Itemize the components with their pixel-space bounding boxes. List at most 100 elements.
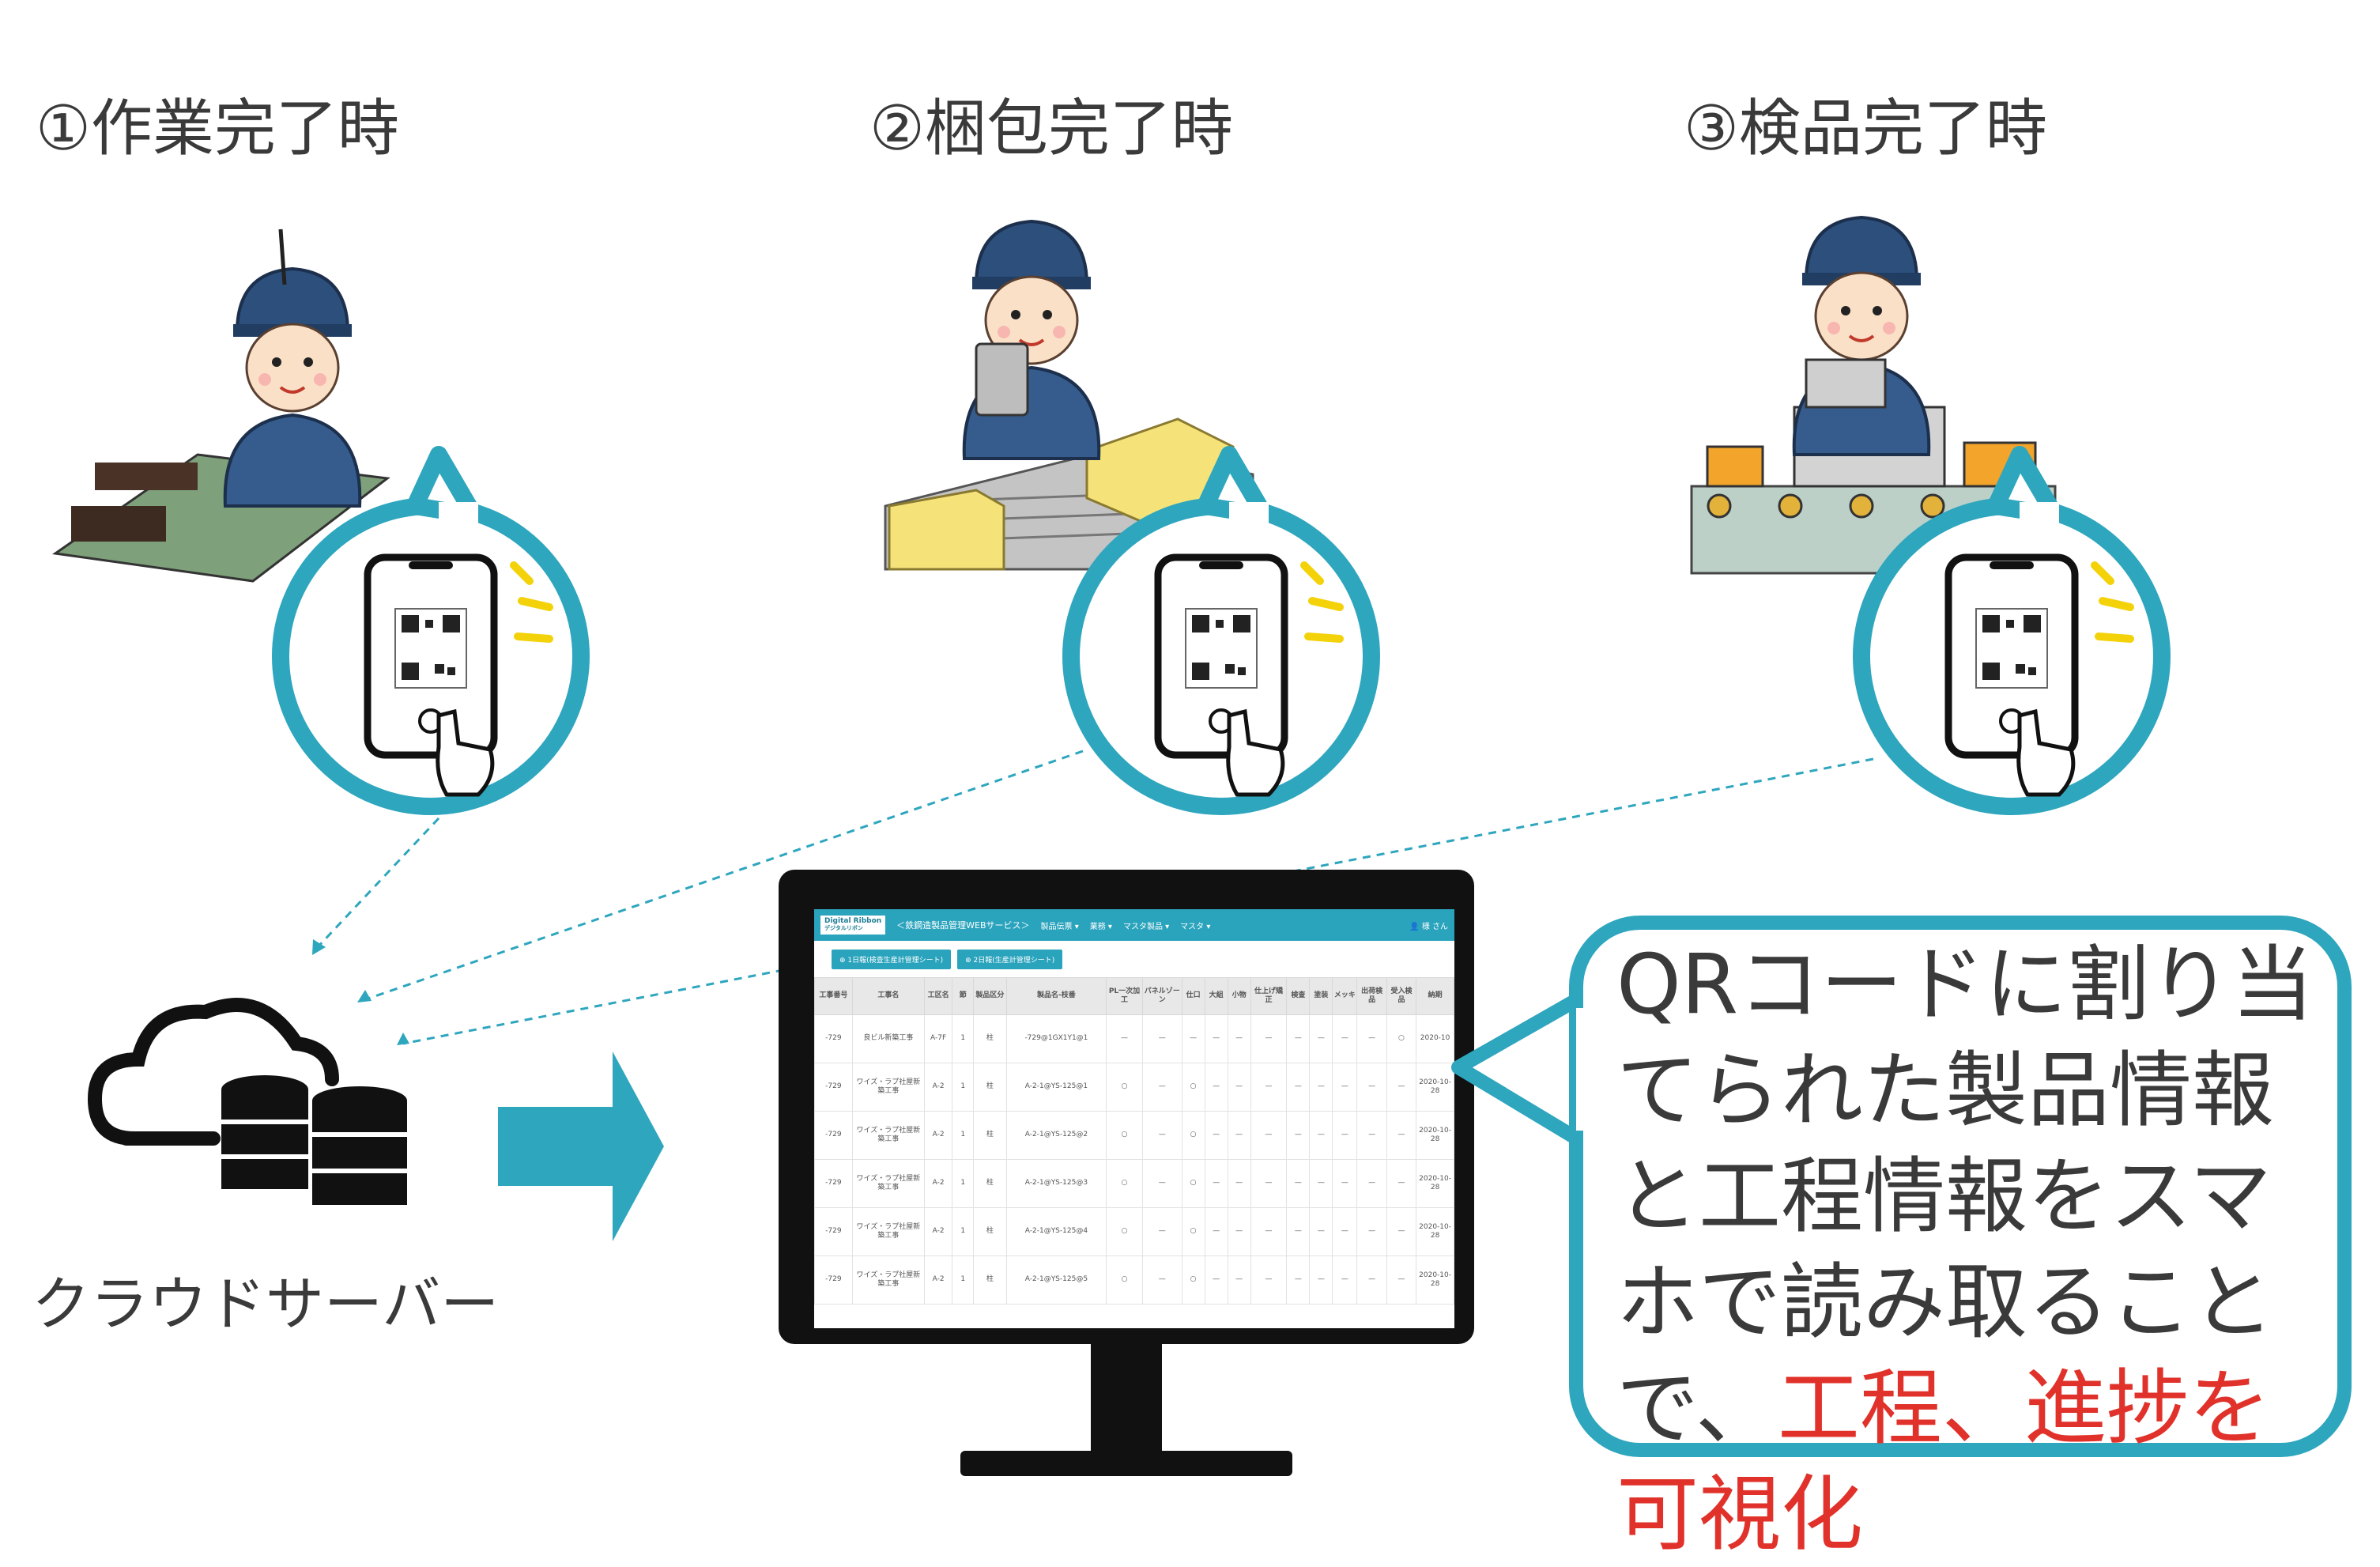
table-cell: 2020-10-28 xyxy=(1416,1112,1454,1160)
table-cell: A-2-1@YS-125@5 xyxy=(1006,1256,1107,1305)
table-cell: — xyxy=(1357,1112,1386,1160)
table-cell: — xyxy=(1333,1256,1357,1305)
table-cell: 1 xyxy=(952,1112,974,1160)
table-header: 工事番号工事名工区名節製品区分製品名-枝番PL一次加工パネルゾーン仕口大組小物仕… xyxy=(815,978,1454,1015)
table-cell: — xyxy=(1250,1208,1287,1256)
table-cell: A-2-1@YS-125@4 xyxy=(1006,1208,1107,1256)
table-cell: ○ xyxy=(1386,1015,1416,1063)
column-header: パネルゾーン xyxy=(1142,978,1182,1015)
table-cell: ワイズ・ラプ社屋新築工事 xyxy=(852,1160,924,1208)
table-cell: — xyxy=(1228,1015,1250,1063)
table-cell: ワイズ・ラプ社屋新築工事 xyxy=(852,1208,924,1256)
table-cell: — xyxy=(1310,1063,1333,1112)
table-cell: 柱 xyxy=(974,1256,1006,1305)
report-1-button[interactable]: ⊕ 1日報(検査生産計管理シート) xyxy=(832,950,951,969)
table-cell: 1 xyxy=(952,1063,974,1112)
table-cell: — xyxy=(1250,1160,1287,1208)
table-cell: ○ xyxy=(1107,1256,1143,1305)
table-cell: 2020-10 xyxy=(1416,1015,1454,1063)
table-cell: — xyxy=(1205,1112,1228,1160)
table-cell: -729 xyxy=(815,1112,853,1160)
table-cell: 2020-10-28 xyxy=(1416,1063,1454,1112)
table-cell: 1 xyxy=(952,1015,974,1063)
column-header: 工区名 xyxy=(924,978,952,1015)
report-2-button[interactable]: ⊕ 2日報(生産計管理シート) xyxy=(957,950,1062,969)
menu-item[interactable]: 製品伝票 ▾ xyxy=(1041,919,1079,931)
table-cell: 柱 xyxy=(974,1015,1006,1063)
table-cell: 2020-10-28 xyxy=(1416,1208,1454,1256)
table-cell: — xyxy=(1250,1063,1287,1112)
table-cell: A-2-1@YS-125@2 xyxy=(1006,1112,1107,1160)
table-cell: — xyxy=(1287,1112,1310,1160)
table-cell: — xyxy=(1310,1112,1333,1160)
table-cell: ワイズ・ラプ社屋新築工事 xyxy=(852,1063,924,1112)
table-cell: — xyxy=(1287,1160,1310,1208)
user-menu[interactable]: 👤 様 さん xyxy=(1409,919,1448,931)
table-cell: 柱 xyxy=(974,1160,1006,1208)
table-cell: — xyxy=(1357,1015,1386,1063)
table-cell: — xyxy=(1310,1160,1333,1208)
table-cell: — xyxy=(1333,1112,1357,1160)
table-cell: — xyxy=(1333,1160,1357,1208)
table-cell: — xyxy=(1250,1256,1287,1305)
table-cell: A-2 xyxy=(924,1112,952,1160)
table-cell: — xyxy=(1205,1015,1228,1063)
table-cell: — xyxy=(1142,1160,1182,1208)
table-cell: ワイズ・ラプ社屋新築工事 xyxy=(852,1256,924,1305)
table-cell: — xyxy=(1142,1063,1182,1112)
column-header: 大組 xyxy=(1205,978,1228,1015)
table-cell: — xyxy=(1228,1160,1250,1208)
table-cell: — xyxy=(1182,1015,1205,1063)
table-cell: — xyxy=(1287,1256,1310,1305)
column-header: 検査 xyxy=(1287,978,1310,1015)
table-cell: — xyxy=(1386,1063,1416,1112)
table-cell: A-2-1@YS-125@1 xyxy=(1006,1063,1107,1112)
table-cell: — xyxy=(1142,1015,1182,1063)
table-cell: 1 xyxy=(952,1160,974,1208)
table-cell: — xyxy=(1250,1015,1287,1063)
column-header: 仕上げ矯正 xyxy=(1250,978,1287,1015)
table-cell: ○ xyxy=(1182,1256,1205,1305)
table-cell: — xyxy=(1142,1208,1182,1256)
table-cell: ○ xyxy=(1182,1112,1205,1160)
table-cell: — xyxy=(1228,1256,1250,1305)
table-cell: — xyxy=(1205,1208,1228,1256)
table-cell: — xyxy=(1333,1063,1357,1112)
table-cell: 2020-10-28 xyxy=(1416,1256,1454,1305)
table-cell: — xyxy=(1287,1063,1310,1112)
table-cell: -729 xyxy=(815,1208,853,1256)
table-cell: — xyxy=(1357,1256,1386,1305)
column-header: メッキ xyxy=(1333,978,1357,1015)
table-cell: — xyxy=(1310,1208,1333,1256)
table-cell: — xyxy=(1205,1256,1228,1305)
menu-item[interactable]: マスタ ▾ xyxy=(1180,919,1210,931)
table-cell: — xyxy=(1310,1256,1333,1305)
menu-item[interactable]: 業務 ▾ xyxy=(1090,919,1112,931)
column-header: 出荷検品 xyxy=(1357,978,1386,1015)
table-cell: 柱 xyxy=(974,1112,1006,1160)
menu-item[interactable]: マスタ製品 ▾ xyxy=(1123,919,1169,931)
table-cell: — xyxy=(1142,1256,1182,1305)
table-cell: — xyxy=(1386,1112,1416,1160)
column-header: 仕口 xyxy=(1182,978,1205,1015)
cloud-server-label: クラウドサーバー xyxy=(32,1257,499,1342)
table-cell: ○ xyxy=(1107,1112,1143,1160)
column-header: 工事名 xyxy=(852,978,924,1015)
column-header: PL一次加工 xyxy=(1107,978,1143,1015)
table-cell: — xyxy=(1287,1015,1310,1063)
table-cell: ○ xyxy=(1107,1208,1143,1256)
table-cell: 良ビル新築工事 xyxy=(852,1015,924,1063)
column-header: 小物 xyxy=(1228,978,1250,1015)
table-cell: A-2 xyxy=(924,1160,952,1208)
column-header: 受入検品 xyxy=(1386,978,1416,1015)
app-title: ＜鉄鋼造製品管理WEBサービス＞ xyxy=(896,919,1029,931)
table-cell: 柱 xyxy=(974,1208,1006,1256)
table-cell: — xyxy=(1386,1160,1416,1208)
